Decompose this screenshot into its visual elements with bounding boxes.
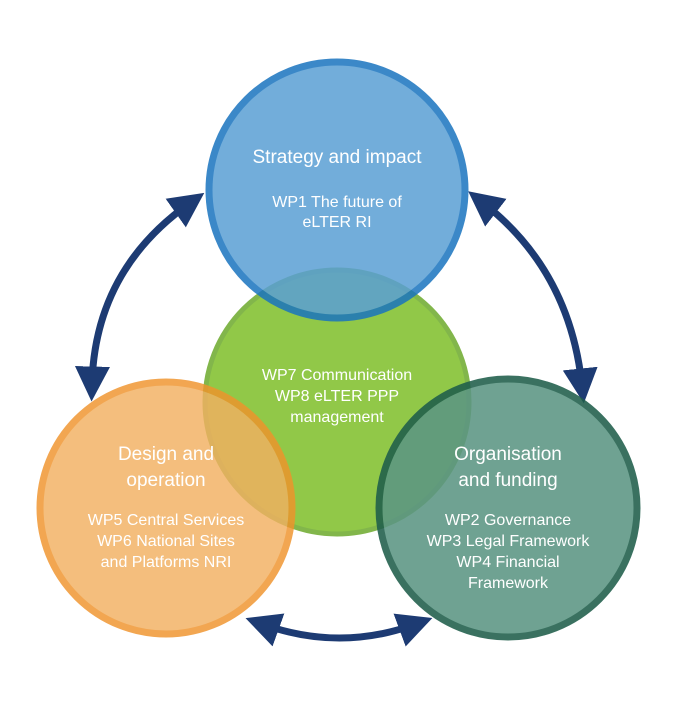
left-title-2: operation [126, 470, 205, 491]
right-line-4: Framework [468, 575, 549, 592]
arrow-top-right [468, 191, 598, 404]
left-title-1: Design and [118, 444, 214, 465]
right-title-1: Organisation [454, 444, 562, 465]
arrow-top-left [74, 192, 205, 402]
right-line-2: WP3 Legal Framework [427, 533, 591, 550]
left-line-3: and Platforms NRI [101, 554, 232, 571]
center-line-1: WP7 Communication [262, 367, 412, 384]
right-line-3: WP4 Financial [456, 554, 559, 571]
center-line-2: WP8 eLTER PPP [275, 388, 399, 405]
arrow-bottom [245, 613, 433, 647]
top-title: Strategy and impact [253, 147, 423, 168]
left-line-2: WP6 National Sites [97, 533, 235, 550]
right-line-1: WP2 Governance [445, 512, 571, 529]
left-line-1: WP5 Central Services [88, 512, 245, 529]
right-title-2: and funding [458, 470, 557, 491]
top-line-1: WP1 The future of [272, 194, 402, 211]
top-circle [205, 58, 469, 322]
right-circle [375, 375, 641, 641]
top-line-2: eLTER RI [302, 214, 371, 231]
left-circle [36, 378, 296, 638]
center-line-3: management [290, 409, 384, 426]
